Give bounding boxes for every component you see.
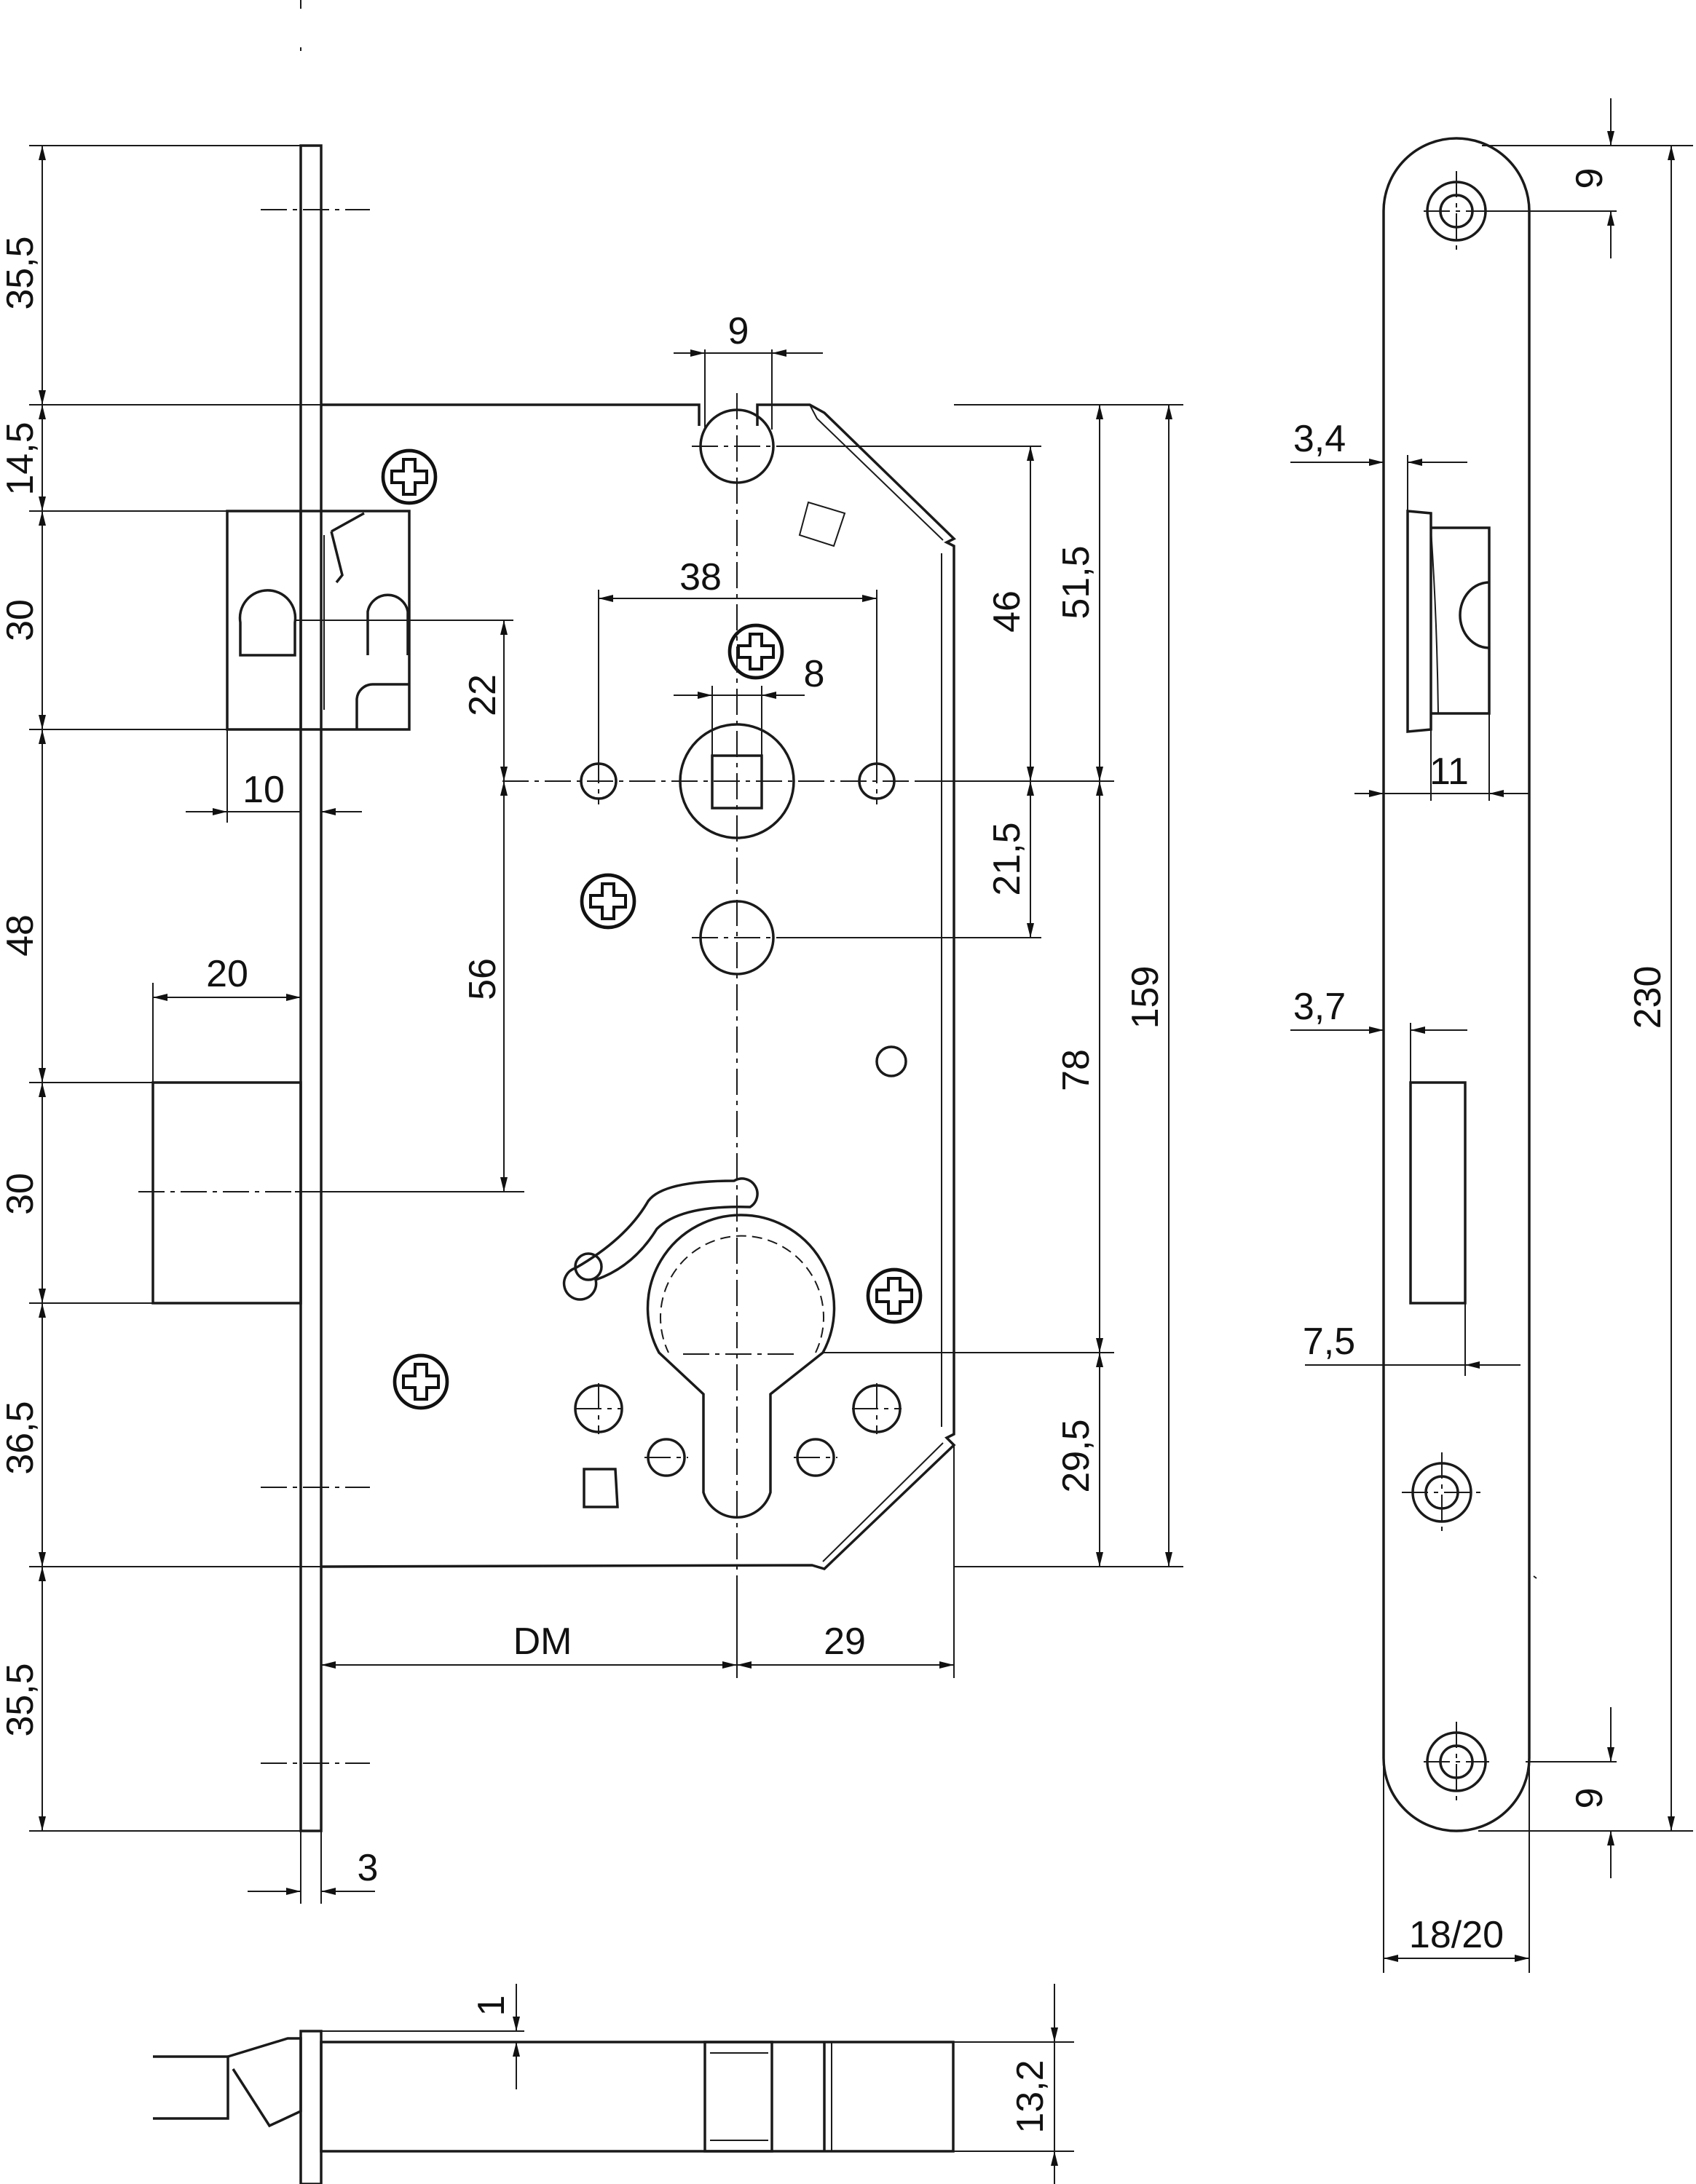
dim-case-to-spindle: 51,5 [1055, 545, 1097, 619]
dim-strike-latch-offset: 3,4 [1293, 418, 1346, 460]
dim-latch-to-spindle: 22 [462, 674, 504, 716]
dim-faceplate-top: 35,5 [0, 236, 42, 309]
dim-strike-width: 18/20 [1409, 1914, 1504, 1956]
edge-view [153, 2030, 955, 2184]
dim-edge-height: 13,2 [1009, 2060, 1052, 2133]
dim-strike-height: 230 [1627, 966, 1669, 1029]
dim-case-depth: 29 [824, 1621, 866, 1663]
dim-faceplate-thickness: 3 [358, 1847, 379, 1889]
dim-spindle-slot: 9 [728, 310, 749, 352]
dim-spindle-to-bolt: 56 [462, 958, 504, 1000]
dim-backset: DM [513, 1621, 572, 1663]
dim-case-height: 159 [1124, 966, 1167, 1029]
spindle-hub [580, 408, 907, 1077]
dim-strike-latch-width: 11 [1429, 751, 1469, 793]
dim-faceplate-bottom: 35,5 [0, 1663, 42, 1736]
top-dimensions: 9 38 8 [598, 310, 877, 764]
dim-strike-bottom-hole: 9 [1569, 1788, 1611, 1809]
dim-bolt-height: 30 [0, 1173, 42, 1215]
dim-lower-case: 36,5 [0, 1401, 42, 1474]
projection-dimensions: 10 20 3 [152, 729, 379, 1904]
dim-gap-latch-bolt: 48 [0, 914, 42, 957]
center-lines [502, 393, 918, 1580]
backset-dimensions: DM 29 [321, 1445, 955, 1678]
dim-strike-bolt-offset: 3,7 [1293, 986, 1346, 1028]
edge-dimensions: 1 13,2 [321, 1984, 1074, 2184]
strike-dimensions: 9 9 230 3,4 11 3,7 7,5 18/20 [1290, 98, 1693, 1973]
strike-plate [1382, 137, 1537, 1832]
phillips-screw-icon [383, 451, 920, 1408]
dim-strike-top-hole: 9 [1569, 168, 1611, 189]
dim-latch-top: 14,5 [0, 422, 42, 495]
dim-spindle-to-cylinder: 78 [1055, 1049, 1097, 1091]
deadbolt [138, 1081, 524, 1305]
dim-spindle-to-hole: 21,5 [986, 822, 1028, 895]
dim-strike-bolt-width: 7,5 [1303, 1321, 1355, 1363]
lock-case [320, 403, 956, 1570]
dim-spindle-square: 8 [804, 653, 825, 695]
latch-bolt [226, 510, 411, 731]
faceplate [261, 0, 370, 1832]
dim-latch-height: 30 [0, 599, 42, 641]
case-height-dimensions: 46 21,5 51,5 78 29,5 159 [783, 404, 1183, 1567]
dim-top-to-spindle: 46 [986, 590, 1028, 633]
spindle-offset-dimensions: 22 56 [295, 620, 523, 1192]
dim-handle-holes: 38 [679, 556, 722, 598]
left-dimension-chain: 35,5 14,5 30 48 30 36,5 35,5 [0, 145, 321, 1832]
dim-bolt-projection: 20 [206, 953, 248, 995]
dim-edge-offset: 1 [470, 1995, 513, 2017]
dim-cylinder-to-bottom: 29,5 [1055, 1419, 1097, 1492]
dim-latch-projection: 10 [242, 769, 285, 811]
